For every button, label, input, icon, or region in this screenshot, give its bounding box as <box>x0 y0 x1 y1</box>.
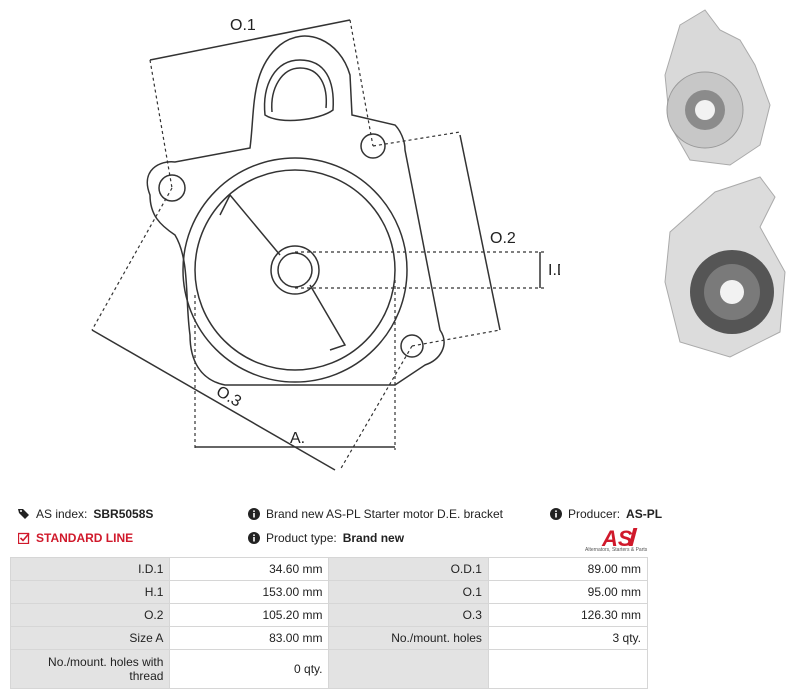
spec-label: No./mount. holes <box>328 626 489 650</box>
product-type-label: Product type: <box>266 531 337 545</box>
spec-value: 126.30 mm <box>487 603 649 627</box>
top-lug-inner <box>263 59 334 122</box>
spec-label: I.D.1 <box>9 557 171 581</box>
description-text: Brand new AS-PL Starter motor D.E. brack… <box>266 507 503 521</box>
spec-value: 153.00 mm <box>169 580 330 604</box>
spec-label: Size A <box>9 626 171 650</box>
as-pl-logo: AS <box>601 526 638 551</box>
table-row: H.1 153.00 mm O.1 95.00 mm <box>9 580 649 604</box>
info-icon <box>550 508 562 520</box>
technical-drawing: O.1 O.2 I.D.1 O.3 A. <box>91 17 560 471</box>
specs-table: I.D.1 34.60 mm O.D.1 89.00 mm H.1 153.00… <box>9 557 649 689</box>
info-icon <box>248 532 260 544</box>
bracket-outline <box>146 35 445 386</box>
mount-hole-top <box>360 133 386 159</box>
mount-hole-left <box>158 174 186 202</box>
spec-value: 83.00 mm <box>169 626 330 650</box>
as-index-row: AS index: SBR5058S <box>18 507 153 521</box>
info-icon <box>248 508 260 520</box>
spec-label: O.3 <box>328 603 489 627</box>
svg-text:AS: AS <box>601 526 633 551</box>
spec-value <box>487 649 649 689</box>
table-row: O.2 105.20 mm O.3 126.30 mm <box>9 603 649 627</box>
product-type-row: Product type: Brand new <box>248 531 404 545</box>
table-row: Size A 83.00 mm No./mount. holes 3 qty. <box>9 626 649 650</box>
standard-line-label: STANDARD LINE <box>36 531 134 545</box>
starter-bracket-photo-front-icon <box>660 5 785 175</box>
spec-label: O.1 <box>328 580 489 604</box>
label-o1: O.1 <box>230 17 256 34</box>
table-row: No./mount. holes with thread 0 qty. <box>9 649 649 689</box>
spec-value: 3 qty. <box>487 626 649 650</box>
product-type-value: Brand new <box>342 531 405 545</box>
producer-label: Producer: <box>568 507 621 521</box>
tags-icon <box>18 509 29 519</box>
bore-circle <box>270 245 320 295</box>
label-o2: O.2 <box>490 230 516 247</box>
spec-label: No./mount. holes with thread <box>9 649 171 689</box>
spec-value: 89.00 mm <box>487 557 649 581</box>
as-index-value: SBR5058S <box>93 507 154 521</box>
spec-label: O.2 <box>9 603 171 627</box>
logo-tagline: Alternators, Starters & Parts <box>585 547 648 553</box>
label-a: A. <box>290 430 305 447</box>
mount-hole-bottom <box>400 334 424 358</box>
line-row: STANDARD LINE <box>18 531 133 545</box>
spec-label <box>328 649 489 689</box>
spec-label: O.D.1 <box>328 557 489 581</box>
inner-circle <box>194 169 396 371</box>
as-index-label: AS index: <box>36 507 88 521</box>
label-o3: O.3 <box>213 383 244 411</box>
producer-value: AS-PL <box>626 507 663 521</box>
table-row: I.D.1 34.60 mm O.D.1 89.00 mm <box>9 557 649 581</box>
producer-row: Producer: AS-PL <box>550 507 662 521</box>
checkbox-checked-icon <box>18 532 30 544</box>
starter-bracket-photo-back-icon <box>660 172 790 362</box>
spec-value: 95.00 mm <box>487 580 649 604</box>
spec-label: H.1 <box>9 580 171 604</box>
label-id1: I.D.1 <box>548 262 560 279</box>
spec-value: 105.20 mm <box>169 603 330 627</box>
spec-value: 34.60 mm <box>169 557 330 581</box>
description-row: Brand new AS-PL Starter motor D.E. brack… <box>248 507 503 521</box>
spec-value: 0 qty. <box>169 649 330 689</box>
outer-circle <box>182 157 408 383</box>
